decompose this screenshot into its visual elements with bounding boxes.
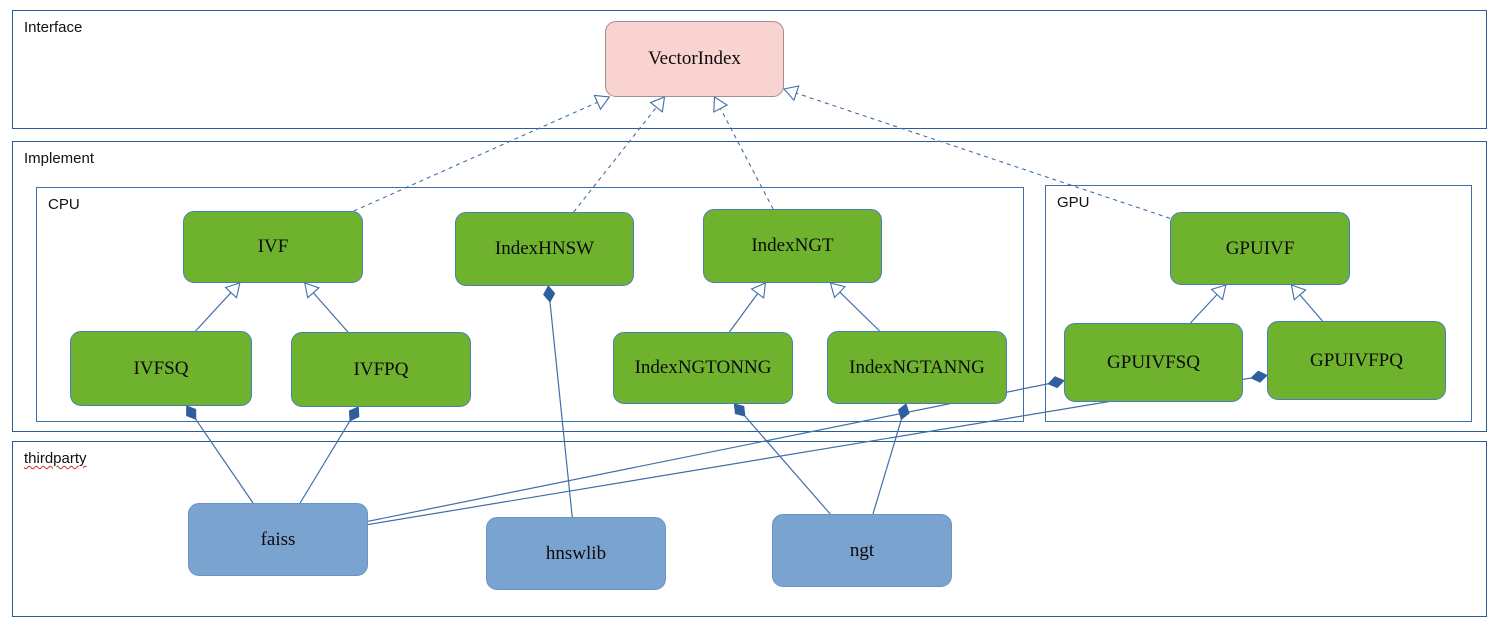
node-hnswlib[interactable]: hnswlib (486, 517, 666, 590)
container-label-cpu: CPU (48, 196, 80, 213)
node-gpuivf[interactable]: GPUIVF (1170, 212, 1350, 285)
node-gpuivfpq[interactable]: GPUIVFPQ (1267, 321, 1446, 400)
container-label-thirdparty: thirdparty (24, 450, 87, 467)
node-ivfpq[interactable]: IVFPQ (291, 332, 471, 407)
node-indexngtanng[interactable]: IndexNGTANNG (827, 331, 1007, 404)
node-vectorindex[interactable]: VectorIndex (605, 21, 784, 97)
node-ivfsq[interactable]: IVFSQ (70, 331, 252, 406)
node-indexhnsw[interactable]: IndexHNSW (455, 212, 634, 286)
container-gpu (1045, 185, 1472, 422)
container-label-gpu: GPU (1057, 194, 1090, 211)
node-ngt[interactable]: ngt (772, 514, 952, 587)
node-ivf[interactable]: IVF (183, 211, 363, 283)
node-indexngtonng[interactable]: IndexNGTONNG (613, 332, 793, 404)
container-label-interface: Interface (24, 19, 83, 36)
node-faiss[interactable]: faiss (188, 503, 368, 576)
node-indexngt[interactable]: IndexNGT (703, 209, 882, 283)
node-gpuivfsq[interactable]: GPUIVFSQ (1064, 323, 1243, 402)
container-label-implement: Implement (24, 150, 95, 167)
